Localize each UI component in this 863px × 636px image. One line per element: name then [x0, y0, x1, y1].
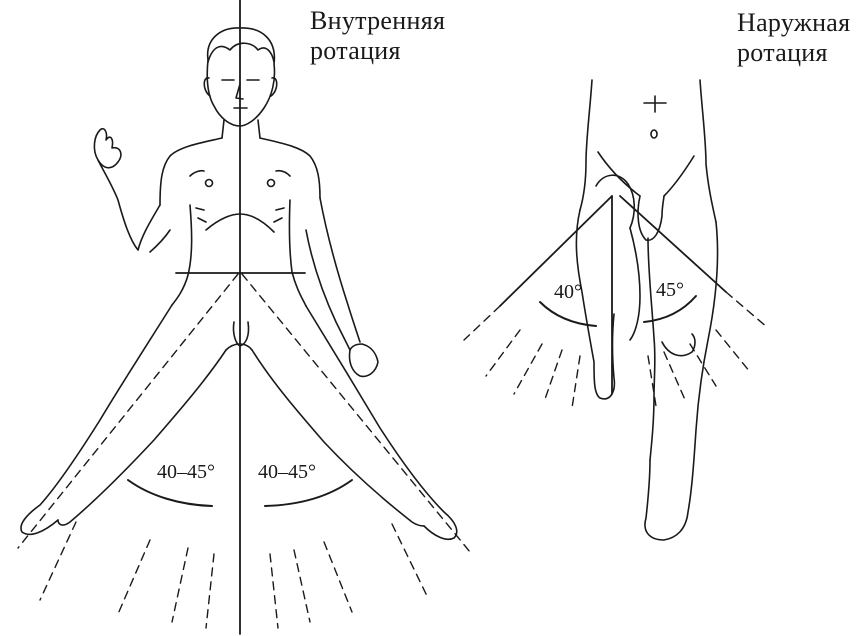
rib-marks-left	[196, 208, 206, 222]
shoulder-left	[160, 138, 222, 205]
angle-arc-right	[265, 480, 352, 506]
left-arm-outer	[98, 160, 160, 250]
left-arm-inner	[150, 230, 170, 252]
genitals	[233, 322, 248, 346]
bent-leg-inner	[630, 228, 640, 340]
left-leg-axis-dashed	[18, 274, 238, 548]
angle-label-internal-left: 40–45°	[157, 461, 215, 483]
neck-right	[258, 120, 260, 138]
hair-outline	[208, 43, 274, 62]
groin-line-right	[664, 156, 694, 196]
straight-leg-outer	[645, 222, 718, 540]
motion-lines-left	[40, 522, 214, 628]
nipple-left	[206, 180, 213, 187]
angle-arc-left	[128, 480, 212, 506]
angle-label-internal-right: 40–45°	[258, 461, 316, 483]
torso-left-side	[172, 205, 192, 305]
groin-line-left	[598, 152, 640, 196]
chest-line-left	[190, 171, 204, 176]
neck-left	[222, 120, 224, 138]
chest-line-right	[276, 171, 290, 176]
motion-lines-right	[270, 524, 428, 628]
ext-dash-right	[726, 292, 768, 328]
torso-right-side	[289, 200, 306, 306]
ext-rotation-line-right	[620, 196, 726, 292]
left-hand	[94, 129, 121, 168]
abdomen-midline	[644, 96, 666, 112]
right-leg-outer	[306, 306, 457, 539]
straight-leg-inner	[648, 238, 655, 460]
angle-label-external-right: 45°	[656, 279, 684, 301]
external-rotation-figure: 40° 45°	[464, 80, 768, 540]
torso-outline-right	[700, 80, 716, 222]
ext-genitals	[638, 196, 664, 240]
shoulder-right	[260, 138, 320, 198]
nipple-right	[268, 180, 275, 187]
bent-leg-outer	[576, 210, 614, 399]
ext-motion-lines-left	[486, 330, 580, 408]
right-leg-inner	[252, 350, 424, 526]
right-hand	[349, 344, 378, 376]
left-leg-outer	[21, 305, 172, 534]
rib-marks-right	[274, 208, 284, 222]
internal-rotation-figure: 40–45° 40–45°	[18, 0, 470, 634]
left-leg-inner	[58, 350, 226, 525]
navel	[651, 130, 657, 138]
angle-label-external-left: 40°	[554, 281, 582, 303]
bent-leg-knee	[596, 175, 634, 228]
ext-dash-left	[464, 306, 500, 340]
right-leg-axis-dashed	[242, 274, 470, 552]
torso-outline-left	[580, 80, 592, 210]
right-arm-outer	[320, 198, 360, 342]
